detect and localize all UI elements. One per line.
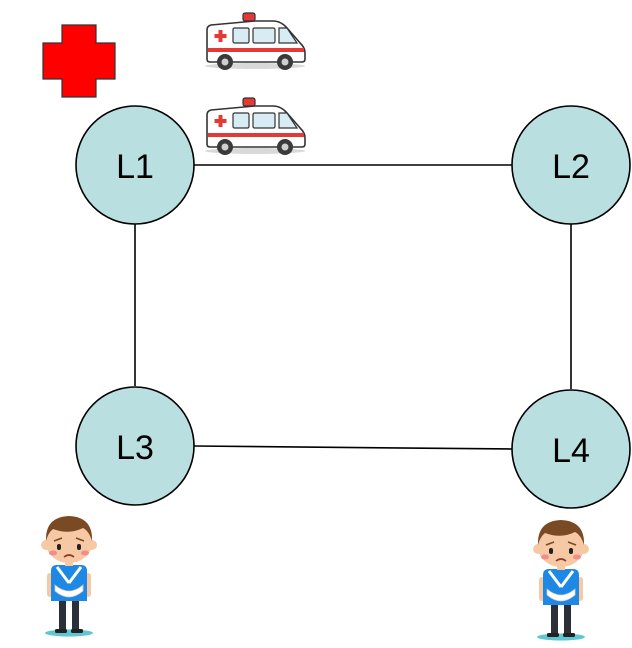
node-l2-label: L2 bbox=[552, 148, 590, 186]
injured-person-icon bbox=[39, 514, 99, 638]
ambulance-icon bbox=[204, 12, 306, 71]
ambulance-icon bbox=[204, 97, 306, 156]
node-l3[interactable]: L3 bbox=[75, 386, 195, 506]
node-l2[interactable]: L2 bbox=[511, 105, 631, 225]
node-l4-label: L4 bbox=[552, 432, 590, 470]
hospital-cross-icon bbox=[42, 24, 116, 98]
injured-person-icon bbox=[531, 518, 591, 642]
node-l4[interactable]: L4 bbox=[511, 389, 631, 509]
edge-l3-l4 bbox=[193, 445, 513, 450]
node-l1[interactable]: L1 bbox=[75, 105, 195, 225]
node-l1-label: L1 bbox=[116, 148, 154, 186]
edges-layer bbox=[134, 164, 572, 450]
node-l3-label: L3 bbox=[116, 429, 154, 467]
